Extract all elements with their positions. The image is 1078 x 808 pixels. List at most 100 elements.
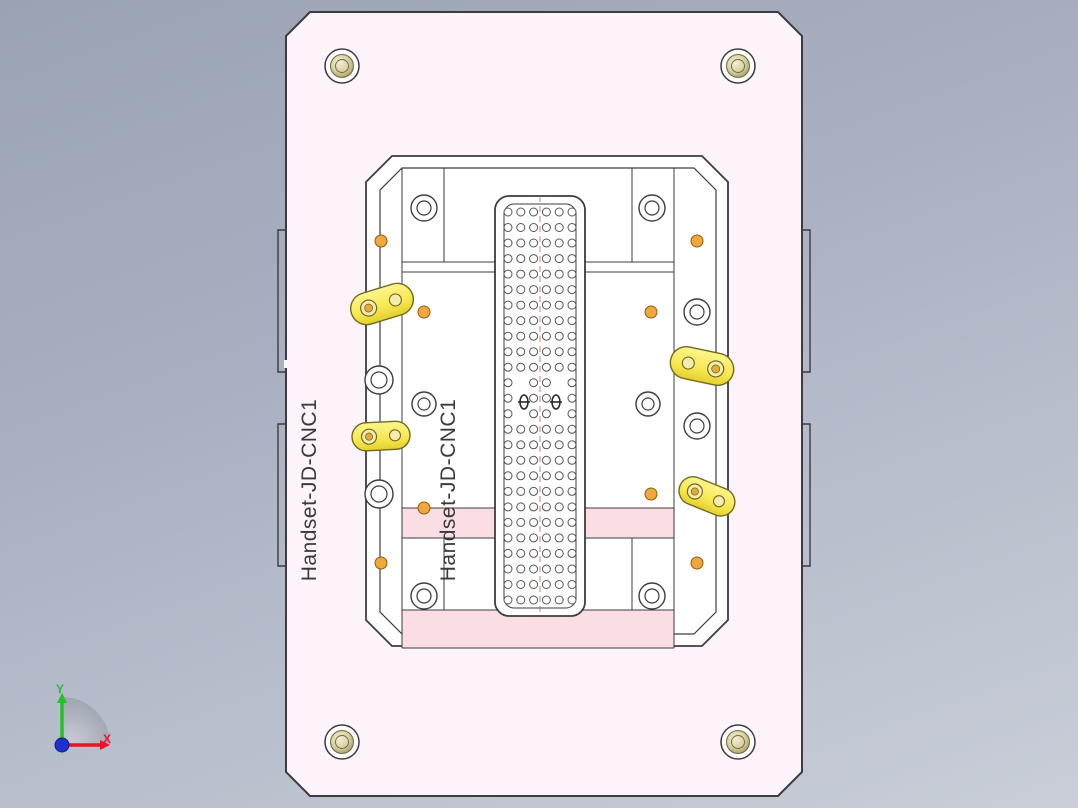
vacuum-hole xyxy=(567,409,577,419)
vacuum-hole xyxy=(529,254,539,264)
vacuum-hole xyxy=(541,548,551,558)
vacuum-hole xyxy=(554,223,564,232)
vacuum-hole xyxy=(529,331,539,341)
vacuum-hole xyxy=(529,285,539,295)
vacuum-hole xyxy=(516,316,526,326)
vacuum-hole xyxy=(567,207,577,217)
bolt-hole xyxy=(638,194,666,222)
vacuum-hole xyxy=(503,486,513,496)
center-slot-markers xyxy=(518,394,562,410)
corner-bolt xyxy=(324,48,360,84)
clamps xyxy=(349,282,736,517)
vacuum-hole xyxy=(554,580,564,589)
vacuum-hole xyxy=(516,564,526,574)
vacuum-hole xyxy=(529,223,539,232)
outer-plate-label: Handset-JD-CNC1 xyxy=(298,399,321,582)
vacuum-hole xyxy=(503,347,513,357)
perforated-vacuum-block xyxy=(494,195,586,617)
vacuum-hole xyxy=(541,517,551,527)
clamp-left-lower xyxy=(351,420,411,452)
vacuum-hole xyxy=(567,440,577,450)
inner-plate-label: Handset-JD-CNC1 xyxy=(437,399,460,582)
vacuum-hole xyxy=(554,207,564,217)
vacuum-hole xyxy=(554,331,564,341)
corner-bolt xyxy=(720,724,756,760)
locating-pin xyxy=(417,501,431,515)
clamp-left-upper xyxy=(349,282,415,326)
vacuum-hole xyxy=(529,347,539,357)
bolt-hole xyxy=(411,391,437,417)
vacuum-hole xyxy=(503,300,513,310)
vacuum-hole xyxy=(541,316,551,326)
vacuum-hole xyxy=(567,564,577,574)
vacuum-hole xyxy=(503,548,513,558)
vacuum-hole xyxy=(529,316,539,326)
vacuum-hole xyxy=(554,548,564,558)
vacuum-hole xyxy=(503,440,513,450)
vacuum-hole xyxy=(541,393,551,403)
vacuum-hole xyxy=(554,455,564,465)
vacuum-hole xyxy=(567,223,577,232)
vacuum-hole xyxy=(503,223,513,232)
locating-pin xyxy=(417,305,431,319)
z-axis-origin-dot xyxy=(54,737,70,753)
vacuum-hole xyxy=(529,424,539,434)
locating-pin xyxy=(690,556,704,570)
vacuum-hole xyxy=(554,362,564,372)
vacuum-hole xyxy=(554,471,564,481)
vacuum-hole xyxy=(516,580,526,589)
vacuum-hole xyxy=(503,533,513,543)
vacuum-hole xyxy=(567,378,577,388)
vacuum-hole xyxy=(554,424,564,434)
vacuum-hole xyxy=(567,269,577,279)
vacuum-hole xyxy=(516,455,526,465)
vacuum-hole xyxy=(567,548,577,558)
vacuum-hole xyxy=(516,347,526,357)
vacuum-hole xyxy=(503,362,513,372)
vacuum-hole xyxy=(541,300,551,310)
vacuum-hole xyxy=(541,362,551,372)
vacuum-hole xyxy=(516,362,526,372)
vacuum-hole xyxy=(529,502,539,512)
vacuum-hole xyxy=(541,502,551,512)
vacuum-hole xyxy=(503,424,513,434)
hole-grid xyxy=(503,207,577,605)
vacuum-hole xyxy=(516,533,526,543)
corner-bolt xyxy=(324,724,360,760)
vacuum-hole xyxy=(541,533,551,543)
vacuum-hole xyxy=(567,595,577,605)
vacuum-hole xyxy=(567,393,577,403)
vacuum-hole xyxy=(554,486,564,496)
vacuum-hole xyxy=(567,362,577,372)
vacuum-hole xyxy=(567,300,577,310)
vacuum-hole xyxy=(541,580,551,589)
vacuum-hole xyxy=(541,331,551,341)
vacuum-hole xyxy=(516,595,526,605)
vacuum-hole xyxy=(503,471,513,481)
vacuum-hole xyxy=(516,440,526,450)
vacuum-hole xyxy=(541,409,551,419)
vacuum-hole xyxy=(516,424,526,434)
vacuum-hole xyxy=(529,362,539,372)
vacuum-hole xyxy=(554,533,564,543)
vacuum-hole xyxy=(541,238,551,248)
vacuum-hole xyxy=(503,269,513,279)
vacuum-hole xyxy=(529,455,539,465)
vacuum-hole xyxy=(541,595,551,605)
vacuum-hole xyxy=(529,440,539,450)
vacuum-hole xyxy=(529,238,539,248)
locating-pin xyxy=(644,305,658,319)
vacuum-hole xyxy=(554,517,564,527)
vacuum-hole xyxy=(529,378,539,388)
bolt-hole xyxy=(683,298,711,326)
vacuum-hole xyxy=(541,254,551,264)
vacuum-hole xyxy=(529,393,539,403)
bolt-hole xyxy=(410,582,438,610)
locating-pin xyxy=(374,556,388,570)
vacuum-hole xyxy=(503,378,513,388)
vacuum-hole xyxy=(554,285,564,295)
vacuum-hole xyxy=(529,471,539,481)
vacuum-hole xyxy=(516,548,526,558)
